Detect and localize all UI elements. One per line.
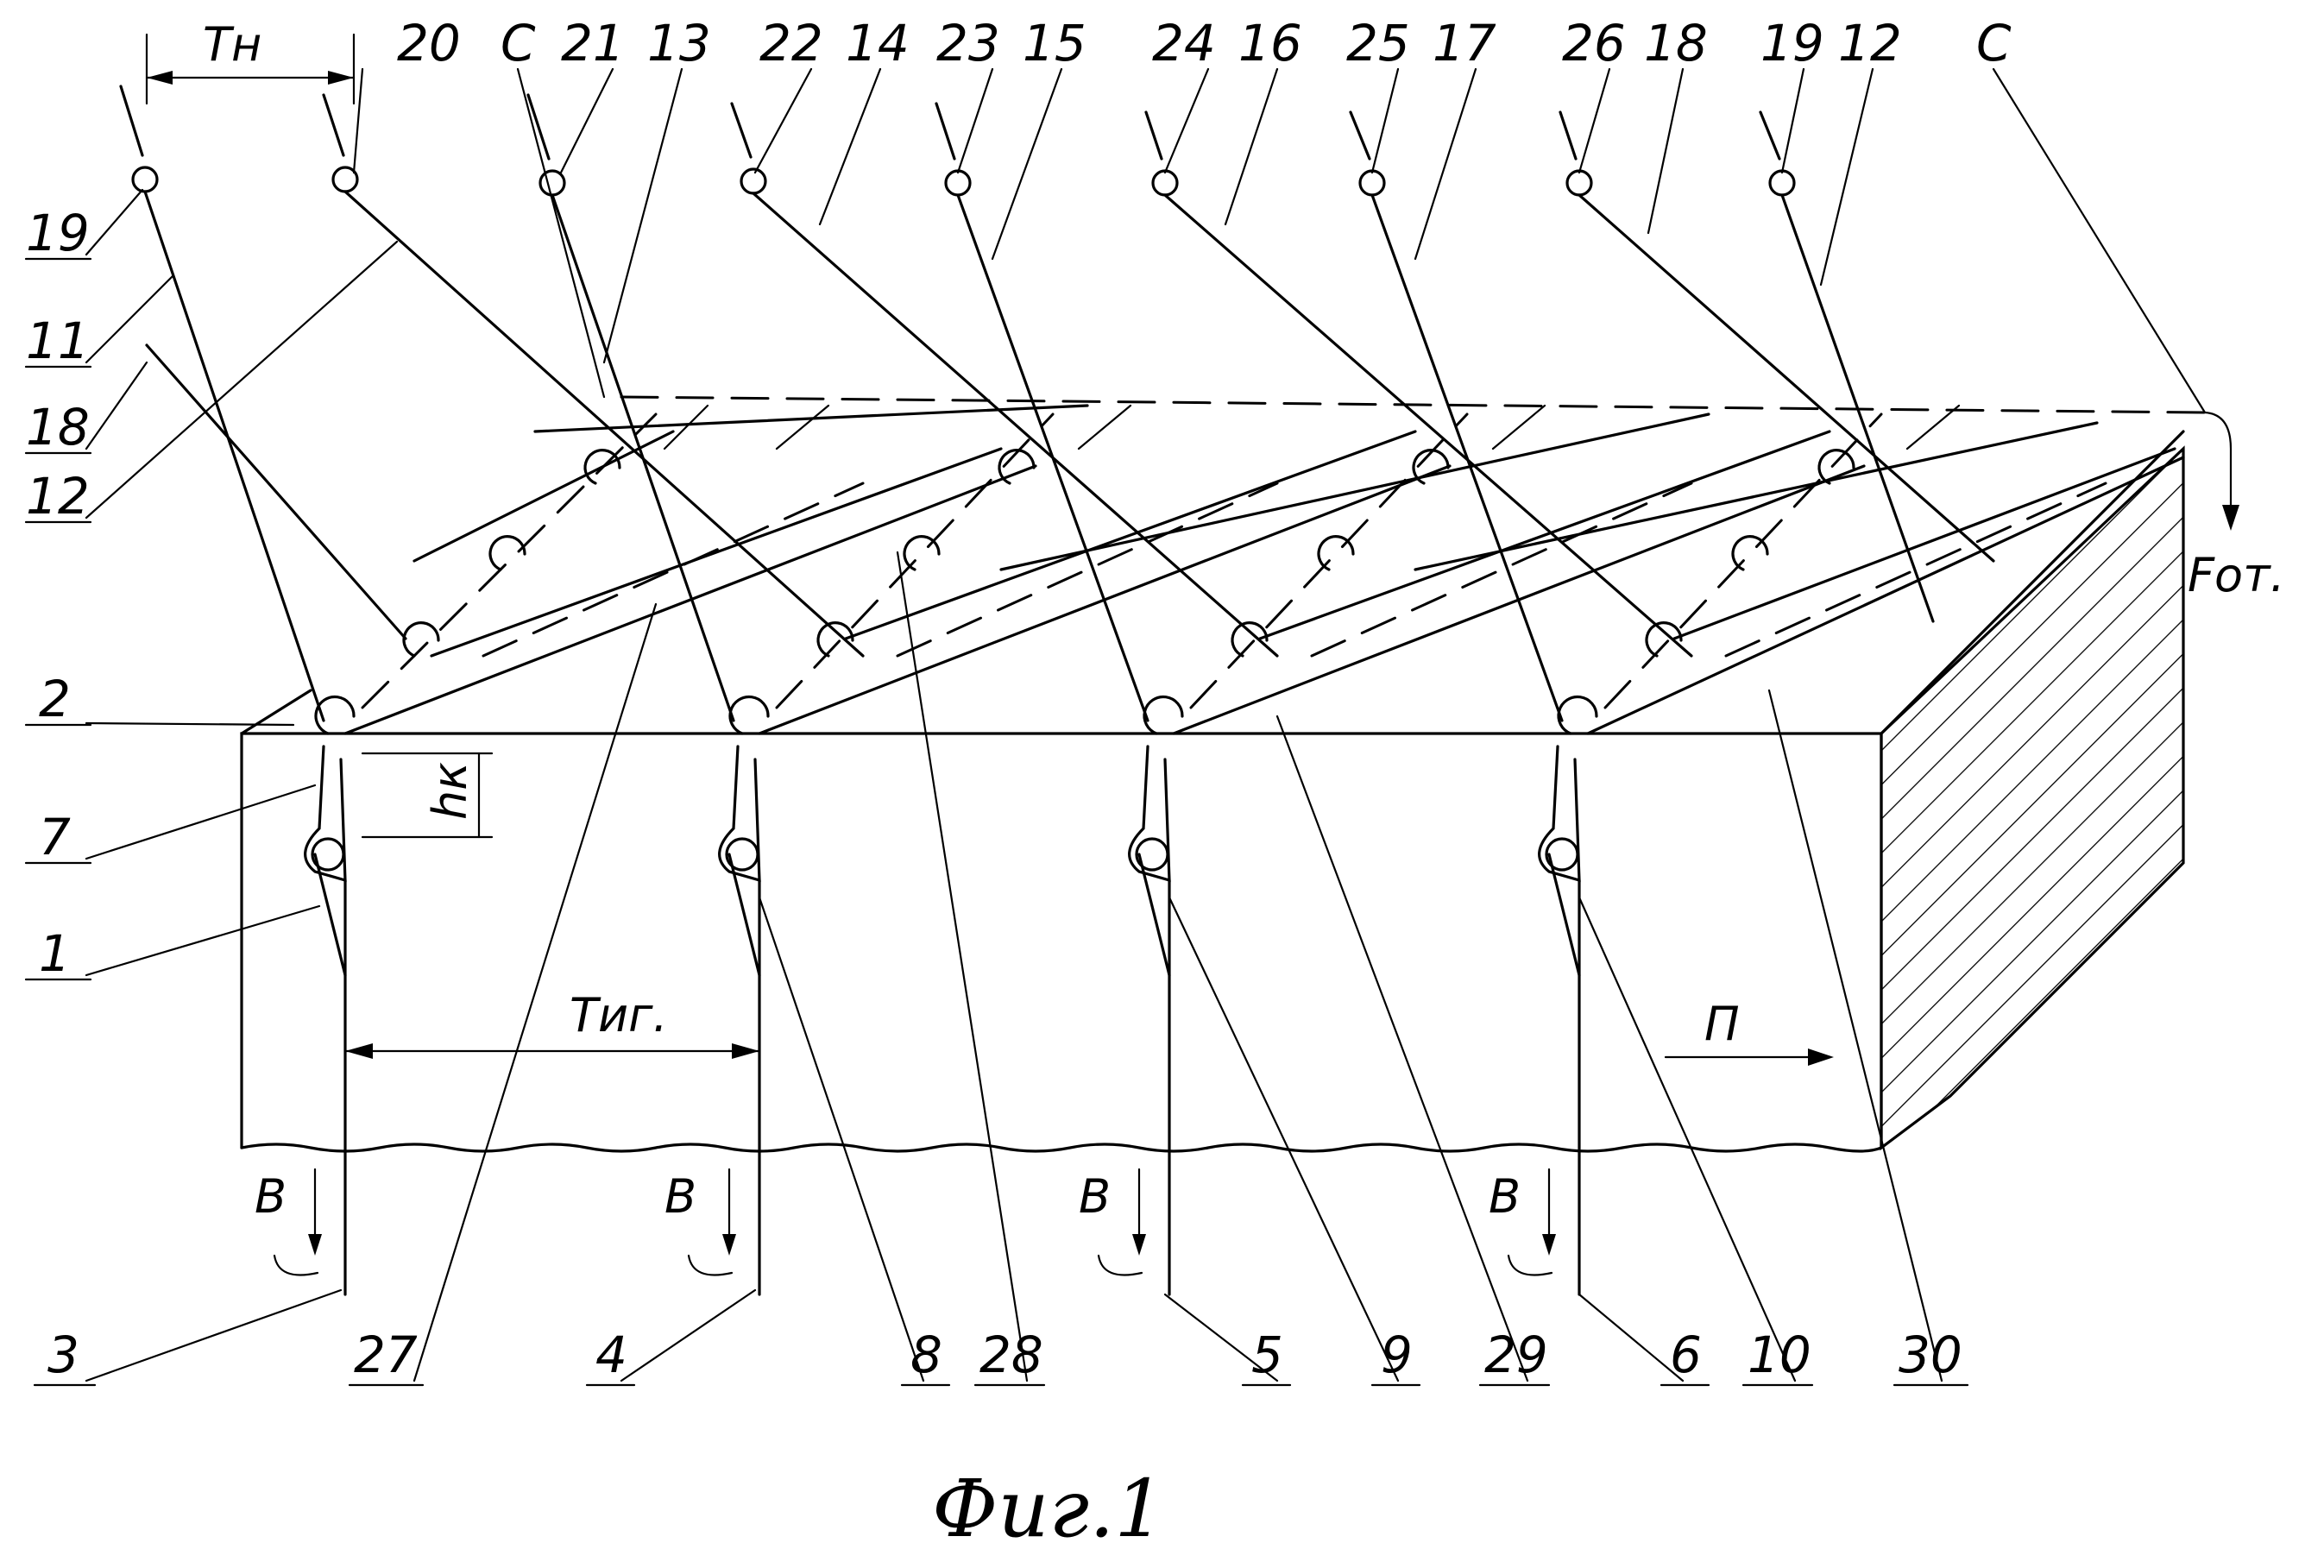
- label-25: 25: [1346, 14, 1410, 72]
- label-22: 22: [759, 14, 823, 72]
- label-16: 16: [1238, 14, 1302, 72]
- symbol-b-3: В: [1079, 1169, 1111, 1224]
- label-8: 8: [910, 1326, 942, 1384]
- label-10: 10: [1748, 1326, 1811, 1384]
- label-4: 4: [595, 1326, 627, 1384]
- label-23: 23: [936, 14, 1000, 72]
- label-7: 7: [39, 808, 71, 866]
- label-17: 17: [1433, 14, 1496, 72]
- label-14: 14: [846, 14, 910, 72]
- symbol-hk: hк: [423, 762, 477, 820]
- label-21: 21: [561, 14, 625, 72]
- symbol-fot: Fот.: [2188, 548, 2285, 602]
- label-18-right: 18: [1644, 14, 1708, 72]
- label-30: 30: [1899, 1326, 1962, 1384]
- symbol-b-1: В: [255, 1169, 287, 1224]
- label-19-right: 19: [1760, 14, 1824, 72]
- label-5: 5: [1251, 1326, 1283, 1384]
- label-26: 26: [1562, 14, 1626, 72]
- label-12-right: 12: [1838, 14, 1902, 72]
- label-18-left: 18: [26, 398, 90, 457]
- label-29: 29: [1484, 1326, 1548, 1384]
- label-c-left: С: [501, 14, 536, 72]
- label-15: 15: [1023, 14, 1086, 72]
- label-9: 9: [1381, 1326, 1413, 1384]
- label-28: 28: [979, 1326, 1043, 1384]
- label-6: 6: [1670, 1326, 1702, 1384]
- stitch-rows: [345, 406, 2183, 734]
- figure-caption: Фиг.1: [932, 1463, 1165, 1555]
- label-24: 24: [1152, 14, 1216, 72]
- label-2: 2: [39, 670, 71, 728]
- label-27: 27: [354, 1326, 418, 1384]
- symbol-b-4: В: [1489, 1169, 1521, 1224]
- symbol-tig: Тиг.: [570, 988, 668, 1042]
- label-3: 3: [47, 1326, 79, 1384]
- label-19-left: 19: [26, 204, 90, 262]
- needles: [305, 746, 1579, 1294]
- label-c-right: С: [1976, 14, 2012, 72]
- symbol-b-2: В: [664, 1169, 696, 1224]
- label-20: 20: [397, 14, 461, 72]
- label-1: 1: [39, 924, 71, 983]
- label-13: 13: [647, 14, 711, 72]
- symbol-p: П: [1704, 997, 1740, 1051]
- symbol-tn: Тн: [203, 17, 261, 72]
- label-11: 11: [26, 312, 90, 370]
- fabric-body: [242, 397, 2205, 1151]
- loops: [316, 450, 1854, 734]
- label-12-left: 12: [26, 467, 90, 526]
